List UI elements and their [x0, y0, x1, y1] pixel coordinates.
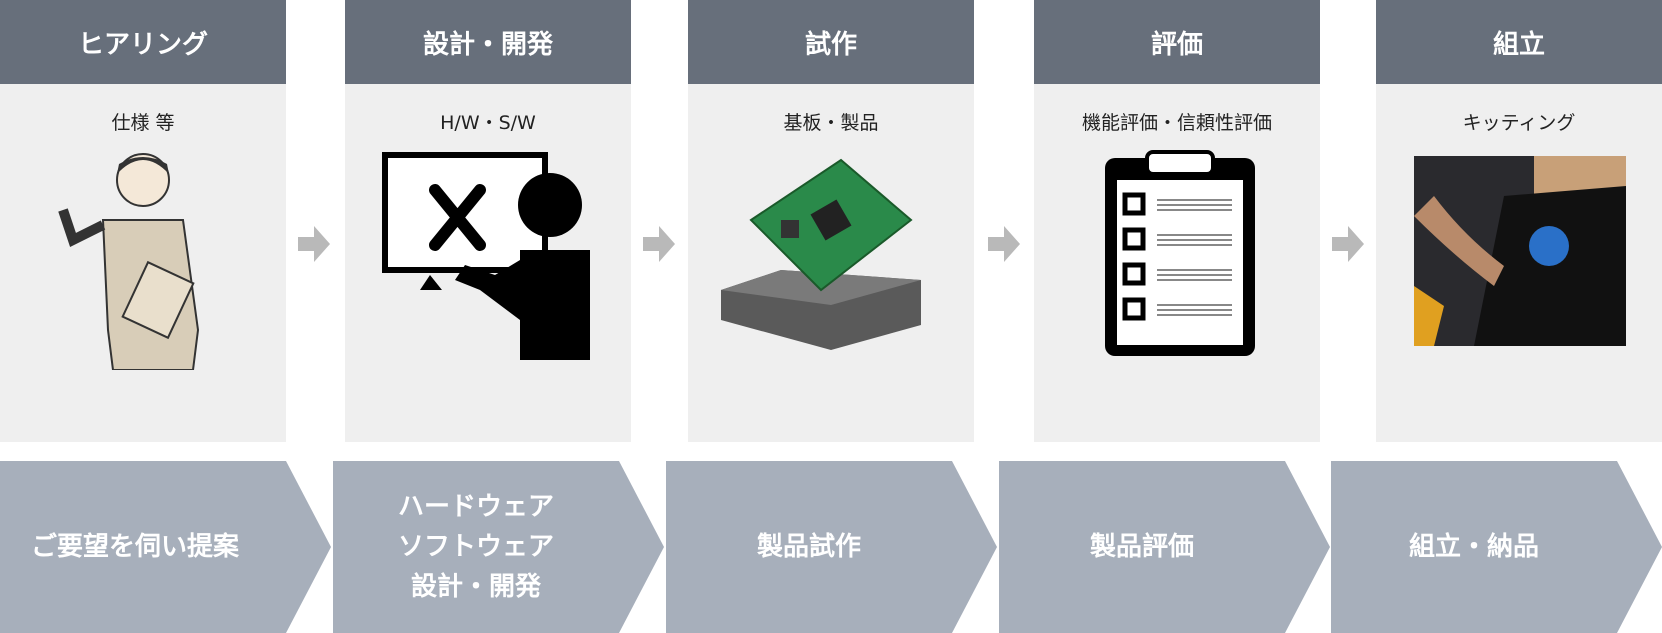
- flow-label: 組立・納品: [1408, 532, 1539, 562]
- card-prototype: 試作 基板・製品: [688, 0, 974, 442]
- step-subtitle: キッティング: [1462, 112, 1576, 134]
- step-title: 試作: [688, 0, 974, 84]
- chevron-shape: [666, 461, 997, 633]
- flow-step-design: ハードウェアソフトウェア設計・開発: [333, 461, 664, 633]
- step-subtitle: H/W・S/W: [440, 112, 536, 134]
- chevron-shape: [0, 461, 331, 633]
- arrow-right-icon: [643, 226, 675, 262]
- chevron-shape: [1331, 461, 1662, 633]
- engineer-monitor-tools-icon: [382, 152, 590, 360]
- flow-step-proposal: ご要望を伺い提案: [0, 461, 331, 633]
- arrow-right-icon: [1332, 226, 1364, 262]
- card-design: 設計・開発 H/W・S/W: [345, 0, 631, 442]
- checklist-clipboard-icon: [1105, 150, 1255, 356]
- step-title: 評価: [1034, 0, 1320, 84]
- step-subtitle: 機能評価・信頼性評価: [1081, 112, 1272, 134]
- flow-label: 設計・開発: [410, 572, 541, 602]
- pc-assembly-photo: [1414, 156, 1626, 346]
- step-title: 設計・開発: [345, 0, 631, 84]
- card-evaluation: 評価 機能評価・信頼性評価: [1034, 0, 1320, 442]
- step-title: 組立: [1376, 0, 1662, 84]
- arrow-right-icon: [988, 226, 1020, 262]
- flow-label: ソフトウェア: [397, 532, 554, 562]
- card-assembly: 組立 キッティング: [1376, 0, 1662, 442]
- chevron-shape: [333, 461, 664, 633]
- step-subtitle: 仕様 等: [111, 112, 175, 134]
- chevron-shape: [999, 461, 1330, 633]
- flow-step-evaluation: 製品評価: [999, 461, 1330, 633]
- flow-label: 製品評価: [1089, 532, 1194, 562]
- step-title: ヒアリング: [0, 0, 286, 84]
- flow-step-delivery: 組立・納品: [1331, 461, 1662, 633]
- card-hearing: ヒアリング 仕様 等: [0, 0, 286, 442]
- flow-label: ご要望を伺い提案: [30, 532, 239, 562]
- flow-label: ハードウェア: [397, 492, 554, 522]
- step-subtitle: 基板・製品: [783, 112, 879, 134]
- flow-label: 製品試作: [756, 532, 861, 562]
- arrow-right-icon: [298, 226, 330, 262]
- flow-step-prototype: 製品試作: [666, 461, 997, 633]
- circuit-board-photo: [721, 158, 921, 350]
- businessman-illustration: [58, 153, 200, 370]
